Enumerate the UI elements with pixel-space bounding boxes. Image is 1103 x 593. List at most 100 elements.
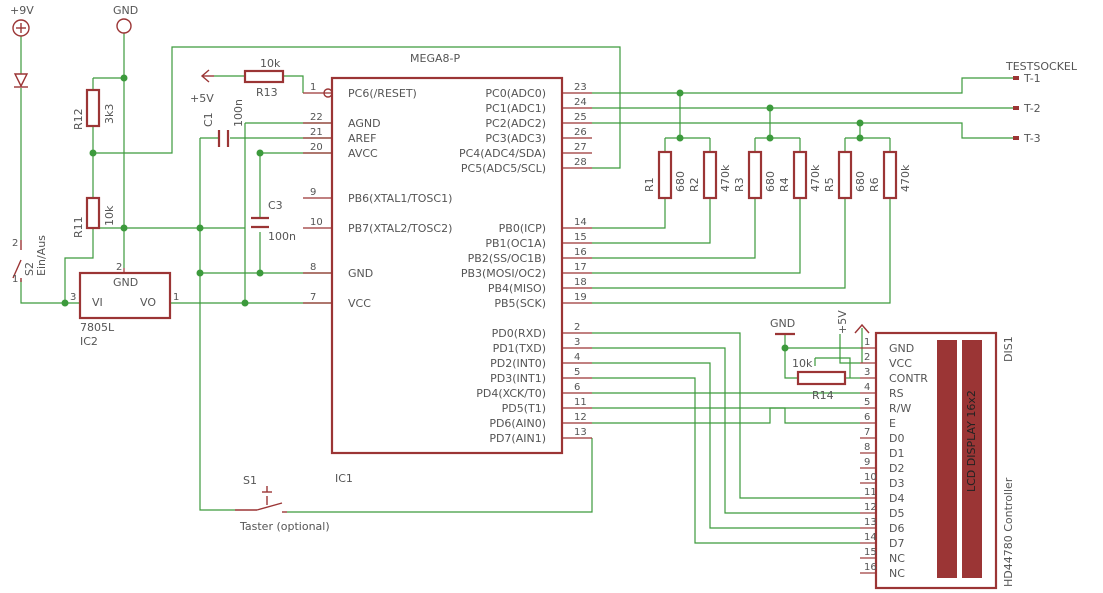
- testsockel: TESTSOCKEL T-1 T-2 T-3: [1005, 60, 1078, 145]
- resistor-r5: R5 680: [823, 150, 867, 200]
- lcd-type: LCD DISPLAY 16x2: [965, 390, 978, 492]
- resistor-r3: R3 680: [733, 150, 777, 200]
- lcd-pin-name: D3: [889, 477, 904, 490]
- ic1-pin-name: PB7(XTAL2/TOSC2): [348, 222, 452, 235]
- lcd-pin-name: D7: [889, 537, 904, 550]
- resistor-ref: R1: [643, 177, 656, 192]
- resistor-value: 680: [854, 171, 867, 192]
- resistor-value: 680: [764, 171, 777, 192]
- switch-s1: S1 Taster (optional): [235, 474, 330, 533]
- lcd-pin-number: 3: [864, 367, 870, 378]
- supply-9v-label: +9V: [10, 4, 34, 17]
- svg-text:GND: GND: [113, 276, 138, 289]
- ic1-pin-number: 24: [574, 97, 587, 108]
- regulator-ic2: GND VI VO 3 2 1 7805L IC2: [70, 262, 179, 348]
- resistor-r6: R6 470k: [868, 150, 912, 200]
- lcd-pin-name: VCC: [889, 357, 912, 370]
- regulator-name: 7805L: [80, 321, 115, 334]
- svg-text:R12: R12: [72, 108, 85, 130]
- resistor-ref: R5: [823, 177, 836, 192]
- lcd-pin-name: NC: [889, 567, 905, 580]
- ic1-pin-number: 5: [574, 367, 580, 378]
- lcd-pin-name: D1: [889, 447, 904, 460]
- lcd-pin-number: 7: [864, 427, 870, 438]
- s2-ref: S2: [23, 262, 36, 276]
- ic1-pin-number: 23: [574, 82, 587, 93]
- svg-text:3: 3: [70, 292, 76, 303]
- lcd-gnd-label: GND: [770, 317, 795, 330]
- ic1-pin-number: 11: [574, 397, 587, 408]
- ic1-pin-number: 3: [574, 337, 580, 348]
- ic1-pin-name: PB2(SS/OC1B): [468, 252, 546, 265]
- nets: [20, 33, 1015, 544]
- ic1-pin-number: 19: [574, 292, 587, 303]
- ic1-name: MEGA8-P: [410, 52, 460, 65]
- svg-text:1: 1: [12, 274, 18, 285]
- s2-desc: Ein/Aus: [35, 235, 48, 276]
- capacitor-c1: C1 100n: [202, 99, 245, 147]
- ic1-pin-name: GND: [348, 267, 373, 280]
- ic1-pin-name: PD5(T1): [502, 402, 546, 415]
- lcd-pin-number: 8: [864, 442, 870, 453]
- svg-text:2: 2: [116, 262, 122, 273]
- ic1-pin-number: 28: [574, 157, 587, 168]
- lcd-pin-name: D0: [889, 432, 904, 445]
- lcd-pin-number: 5: [864, 397, 870, 408]
- resistor-value: 470k: [899, 164, 912, 192]
- ic1-pin-name: PC2(ADC2): [485, 117, 546, 130]
- svg-text:R13: R13: [256, 86, 278, 99]
- resistor-ref: R4: [778, 177, 791, 192]
- svg-text:VI: VI: [92, 296, 103, 309]
- lcd-ref: DIS1: [1002, 336, 1015, 362]
- resistor-value: 470k: [719, 164, 732, 192]
- ic1-pin-number: 14: [574, 217, 587, 228]
- ic1-pin-name: AGND: [348, 117, 381, 130]
- ic1-pin-number: 4: [574, 352, 580, 363]
- svg-text:C3: C3: [268, 199, 283, 212]
- ic1-pin-number: 13: [574, 427, 587, 438]
- lcd-pin-name: GND: [889, 342, 914, 355]
- supply-9v-symbol: +9V: [10, 4, 34, 37]
- lcd-pin-name: NC: [889, 552, 905, 565]
- s1-desc: Taster (optional): [239, 520, 330, 533]
- ic1-pin-name: PD3(INT1): [490, 372, 546, 385]
- svg-text:C1: C1: [202, 112, 215, 127]
- resistor-ref: R3: [733, 177, 746, 192]
- lcd-controller: HD44780 Controller: [1002, 477, 1015, 587]
- regulator-ref: IC2: [80, 335, 98, 348]
- ic1-pin-number: 27: [574, 142, 587, 153]
- supply-gnd-symbol: GND: [113, 4, 138, 34]
- svg-text:2: 2: [12, 238, 18, 249]
- resistor-r1: R1 680: [643, 150, 687, 200]
- ic1-pin-name: VCC: [348, 297, 371, 310]
- ic1-pin-number: 1: [310, 82, 316, 93]
- ic1-pin-name: PC1(ADC1): [485, 102, 546, 115]
- ic1-pin-number: 9: [310, 187, 316, 198]
- resistor-ref: R6: [868, 177, 881, 192]
- resistor-value: 470k: [809, 164, 822, 192]
- svg-text:R14: R14: [812, 389, 834, 402]
- lcd-pin-name: D4: [889, 492, 904, 505]
- ic1-pin-name: PC6(/RESET): [348, 87, 417, 100]
- resistor-value: 680: [674, 171, 687, 192]
- lcd-pin-number: 6: [864, 412, 870, 423]
- svg-text:T-3: T-3: [1023, 132, 1041, 145]
- resistor-r12: R12 3k3: [72, 88, 116, 130]
- svg-text:10k: 10k: [792, 357, 813, 370]
- svg-text:T-1: T-1: [1023, 72, 1041, 85]
- lcd-pin-number: 13: [864, 517, 877, 528]
- testsockel-title: TESTSOCKEL: [1005, 60, 1078, 73]
- ic1-pin-name: PD2(INT0): [490, 357, 546, 370]
- resistor-r14: 10k R14: [792, 357, 847, 402]
- ic1-pin-number: 20: [310, 142, 323, 153]
- lcd-pin-name: D2: [889, 462, 904, 475]
- ic1-pin-name: PC4(ADC4/SDA): [459, 147, 546, 160]
- resistor-r4: R4 470k: [778, 150, 822, 200]
